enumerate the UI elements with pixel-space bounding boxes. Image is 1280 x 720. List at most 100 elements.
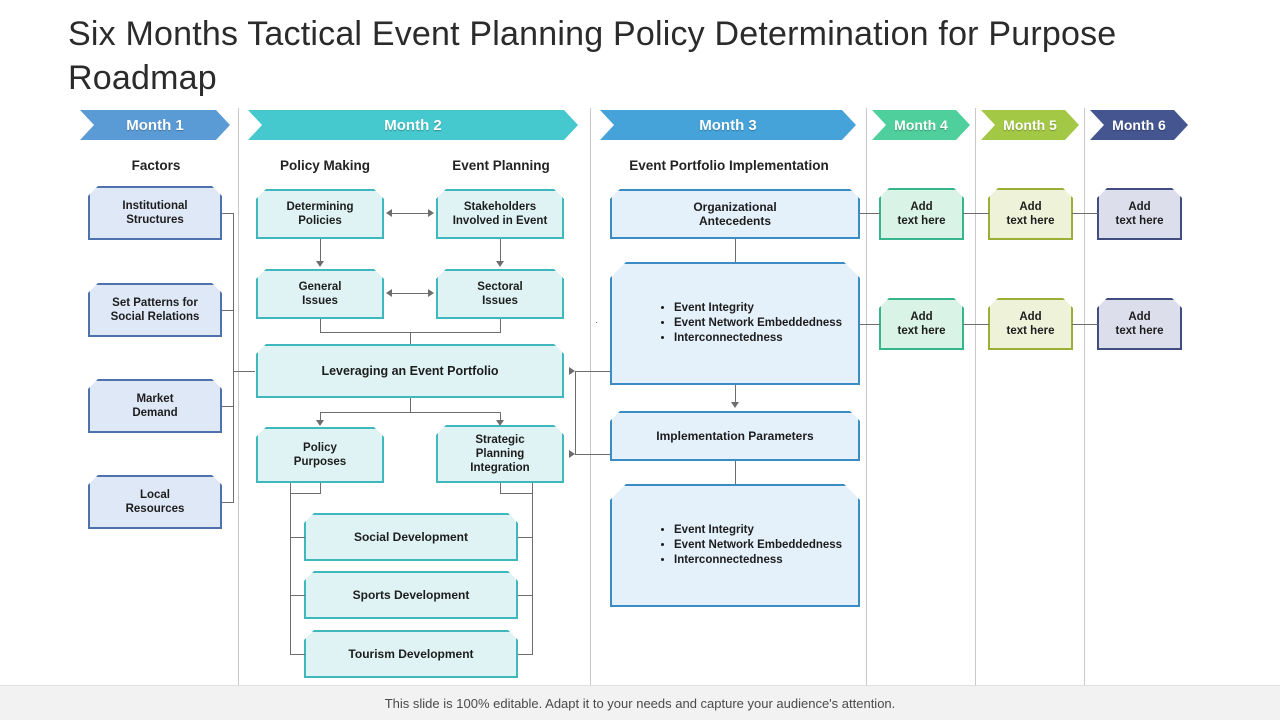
connector-dev-left-spine <box>290 483 291 654</box>
connector-m3-m4-bottom <box>860 324 880 325</box>
arrow-down-parameters <box>731 402 739 408</box>
arrow-down-general <box>316 261 324 267</box>
connector-policy-purposes-down <box>320 483 321 493</box>
page-title: Six Months Tactical Event Planning Polic… <box>68 15 1117 97</box>
month-header-3[interactable]: Month 3 <box>600 110 856 140</box>
arrow-right-stakeholders <box>428 209 434 217</box>
footer-text: This slide is 100% editable. Adapt it to… <box>384 695 896 711</box>
bullet-item: Interconnectedness <box>674 331 848 346</box>
connector-factor-spine <box>233 213 234 503</box>
connector-to-strategic <box>500 412 501 421</box>
column-divider-2 <box>590 108 591 686</box>
connector-dev-left-2 <box>290 595 305 596</box>
section-header-factors: Factors <box>131 158 181 173</box>
connector-dev-left-1 <box>290 537 305 538</box>
connector-m3-to-strategic <box>575 454 610 455</box>
portfolio-bullets-bottom[interactable]: Event Integrity Event Network Embeddedne… <box>610 484 860 607</box>
connector-m3-m4-top <box>860 213 880 214</box>
connector-bullets-to-parameters <box>735 385 736 403</box>
arrow-down-policy-purposes <box>316 420 324 426</box>
connector-dev-right-3 <box>518 654 533 655</box>
connector-general-down <box>320 319 321 332</box>
connector-parameters-to-bullets2 <box>735 461 736 484</box>
column-divider-4 <box>975 108 976 686</box>
connector-policy-purposes-to-spine <box>290 493 321 494</box>
connector-m4-m5-top <box>963 213 989 214</box>
connector-m4-m5-bottom <box>963 324 989 325</box>
connector-factor-3 <box>222 406 233 407</box>
connector-m5-m6-bottom <box>1072 324 1098 325</box>
column-divider-1 <box>238 108 239 686</box>
connector-dev-right-2 <box>518 595 533 596</box>
connector-bracket-to-leveraging <box>410 332 411 344</box>
connector-factor-2 <box>222 310 233 311</box>
arrow-left-general <box>386 289 392 297</box>
development-box-social[interactable]: Social Development <box>304 513 518 561</box>
bullet-item: Event Network Embeddedness <box>674 316 848 331</box>
connector-leveraging-down <box>410 398 411 412</box>
connector-m3-vertical-link <box>575 371 576 454</box>
connector-dev-right-spine <box>532 483 533 654</box>
portfolio-bullets-top[interactable]: Event Integrity Event Network Embeddedne… <box>610 262 860 385</box>
arrow-right-sectoral <box>428 289 434 297</box>
connector-stakeholders-to-sectoral <box>500 239 501 262</box>
connector-dev-left-3 <box>290 654 305 655</box>
arrow-down-sectoral <box>496 261 504 267</box>
connector-factor-4 <box>222 502 233 503</box>
connector-to-policy-purposes <box>320 412 321 421</box>
connector-dev-right-1 <box>518 537 533 538</box>
connector-strategic-to-spine <box>500 493 533 494</box>
development-box-tourism[interactable]: Tourism Development <box>304 630 518 678</box>
column-divider-5 <box>1084 108 1085 686</box>
connector-sectoral-down <box>500 319 501 332</box>
connector-m5-m6-top <box>1072 213 1098 214</box>
bullet-item: Event Network Embeddedness <box>674 538 848 553</box>
connector-factor-to-leveraging <box>233 371 255 372</box>
connector-antecedents-to-bullets <box>735 239 736 262</box>
arrow-down-strategic <box>496 420 504 426</box>
connector-determining-to-general <box>320 239 321 262</box>
month-header-4[interactable]: Month 4 <box>872 110 970 140</box>
arrow-left-leveraging <box>569 367 575 375</box>
section-header-policy-making: Policy Making <box>279 158 371 173</box>
connector-factor-1 <box>222 213 233 214</box>
leveraging-box[interactable]: Leveraging an Event Portfolio <box>256 344 564 398</box>
section-header-portfolio: Event Portfolio Implementation <box>629 158 829 173</box>
portfolio-box-implementation-parameters[interactable]: Implementation Parameters <box>610 411 860 461</box>
development-box-sports[interactable]: Sports Development <box>304 571 518 619</box>
bullet-item: Event Integrity <box>674 301 848 316</box>
month-header-2[interactable]: Month 2 <box>248 110 578 140</box>
arrow-left-strategic <box>569 450 575 458</box>
footer-bar: This slide is 100% editable. Adapt it to… <box>0 685 1280 720</box>
connector-strategic-down <box>500 483 501 493</box>
month-header-6[interactable]: Month 6 <box>1090 110 1188 140</box>
connector-general-sectoral <box>392 293 428 294</box>
bullet-item: Event Integrity <box>674 523 848 538</box>
month-header-5[interactable]: Month 5 <box>981 110 1079 140</box>
month-header-1[interactable]: Month 1 <box>80 110 230 140</box>
connector-m3-stub <box>596 322 597 323</box>
connector-determining-stakeholders <box>392 213 428 214</box>
connector-m3-to-leveraging <box>575 371 610 372</box>
bullet-item: Interconnectedness <box>674 553 848 568</box>
column-divider-3 <box>866 108 867 686</box>
arrow-left-determining <box>386 209 392 217</box>
